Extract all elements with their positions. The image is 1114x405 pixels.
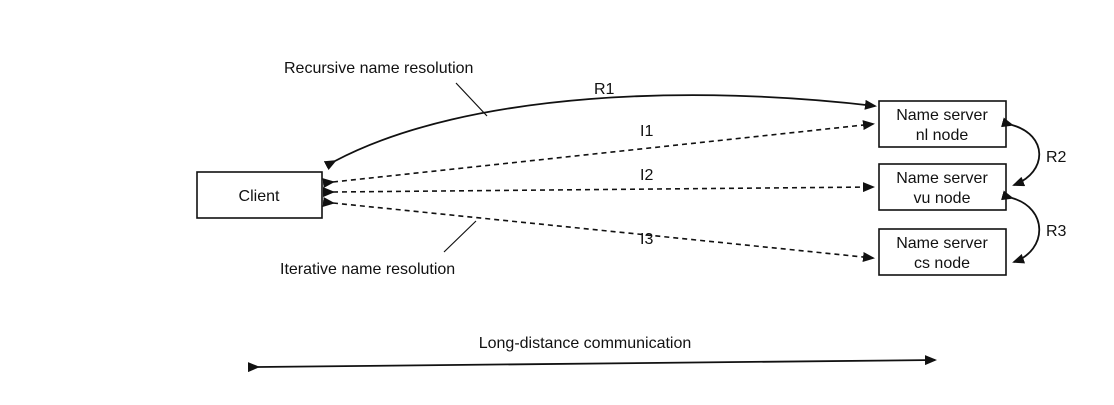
client-node: Client <box>196 171 323 219</box>
r2-label: R2 <box>1046 149 1067 166</box>
r1-label: R1 <box>594 81 615 98</box>
name-server-nl-title: Name server <box>896 107 988 124</box>
iterative-pointer <box>443 220 477 253</box>
i3-arrow <box>322 197 875 262</box>
i1-arrow <box>322 120 875 189</box>
r3-label: R3 <box>1046 223 1067 240</box>
name-server-nl-node: nl node <box>916 127 969 144</box>
long-distance-arrow <box>247 355 937 373</box>
r2-arrow <box>1001 117 1041 187</box>
r1-arrow <box>323 94 877 171</box>
name-server-cs: Name server cs node <box>878 228 1007 276</box>
r3-arrow <box>1001 190 1041 264</box>
name-server-vu: Name server vu node <box>878 163 1007 211</box>
name-server-cs-title: Name server <box>896 235 988 252</box>
recursive-pointer <box>455 82 488 117</box>
client-box <box>196 171 323 219</box>
i2-arrow <box>322 182 875 198</box>
name-server-cs-node: cs node <box>914 255 970 272</box>
name-server-nl: Name server nl node <box>878 100 1007 148</box>
i1-label: I1 <box>640 123 653 140</box>
iterative-label: Iterative name resolution <box>280 261 455 278</box>
name-server-vu-box <box>878 163 1007 211</box>
i2-label: I2 <box>640 167 653 184</box>
client-label: Client <box>239 188 280 205</box>
long-distance-label: Long-distance communication <box>479 335 692 352</box>
name-server-vu-title: Name server <box>896 170 988 187</box>
i3-label: I3 <box>640 231 653 248</box>
recursive-label: Recursive name resolution <box>284 60 473 77</box>
name-server-vu-node: vu node <box>914 190 971 207</box>
name-server-nl-box <box>878 100 1007 148</box>
